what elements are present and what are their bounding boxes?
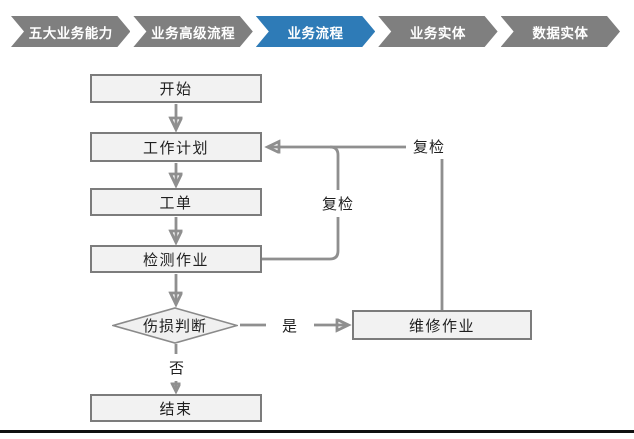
page-bottom-border — [0, 430, 634, 433]
breadcrumb-step-business-process[interactable]: 业务流程 — [256, 16, 375, 47]
edge-label-text: 是 — [281, 317, 298, 335]
process-breadcrumb: 五大业务能力 业务高级流程 业务流程 业务实体 数据实体 — [11, 16, 620, 47]
flow-node-work-plan: 工作计划 — [90, 132, 262, 162]
flow-node-repair: 维修作业 — [352, 310, 532, 340]
breadcrumb-step-label: 业务实体 — [409, 25, 466, 41]
breadcrumb-step-label: 业务高级流程 — [151, 25, 236, 41]
flow-node-end: 结束 — [90, 394, 262, 422]
flow-node-label: 检测作业 — [142, 251, 209, 269]
flow-node-label: 工作计划 — [142, 139, 209, 157]
diamond-shape — [112, 307, 238, 344]
flow-node-start: 开始 — [90, 74, 262, 103]
flow-node-label: 维修作业 — [408, 317, 475, 335]
flow-node-label: 工单 — [159, 194, 193, 212]
edge-label-text: 否 — [168, 360, 185, 377]
flow-node-work-order: 工单 — [90, 188, 262, 216]
edge-label-no: 否 — [156, 354, 198, 381]
flow-node-damage-decision: 伤损判断 — [112, 307, 238, 344]
edge-label-recheck-inner: 复检 — [316, 190, 360, 217]
edge-repair-to-plan — [268, 147, 444, 310]
breadcrumb-step-high-level-process[interactable]: 业务高级流程 — [133, 16, 252, 47]
flow-node-label: 结束 — [159, 400, 193, 418]
edge-label-text: 复检 — [412, 138, 445, 156]
flow-node-label: 伤损判断 — [142, 318, 207, 335]
edge-label-recheck-outer: 复检 — [406, 133, 452, 159]
breadcrumb-step-label: 数据实体 — [532, 25, 589, 41]
breadcrumb-step-label: 五大业务能力 — [28, 25, 113, 41]
edge-label-text: 复检 — [321, 196, 354, 213]
breadcrumb-step-label: 业务流程 — [287, 25, 344, 41]
breadcrumb-step-business-entity[interactable]: 业务实体 — [378, 16, 497, 47]
breadcrumb-step-five-capabilities[interactable]: 五大业务能力 — [11, 16, 130, 47]
breadcrumb-step-data-entity[interactable]: 数据实体 — [501, 16, 620, 47]
flow-node-label: 开始 — [159, 81, 193, 98]
edge-label-yes: 是 — [266, 311, 314, 339]
flow-node-inspection: 检测作业 — [90, 245, 262, 273]
